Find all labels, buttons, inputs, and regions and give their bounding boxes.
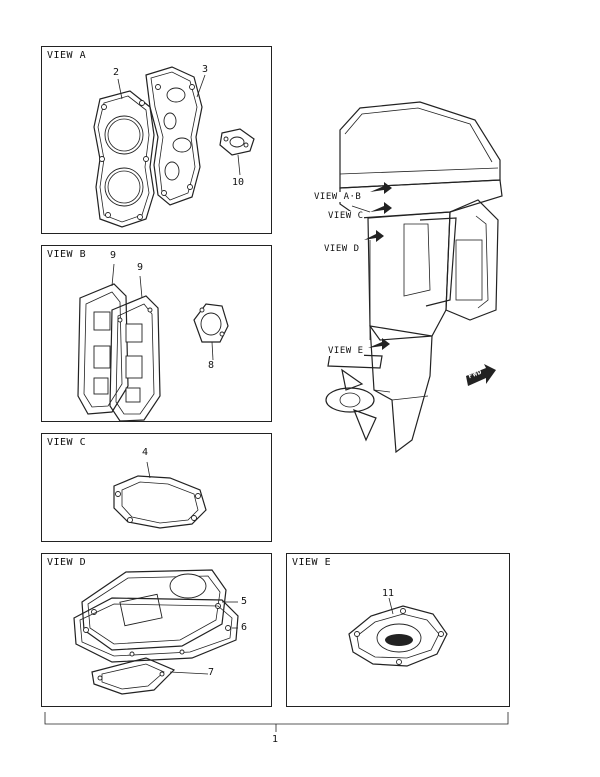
- view-d-panel: VIEW D 5 6 7: [41, 553, 272, 707]
- view-d-drawing: [73, 569, 239, 695]
- engine-label-view-e: VIEW E: [328, 346, 364, 356]
- view-d-title: VIEW D: [47, 557, 87, 568]
- cover-gasket-8: [193, 303, 229, 343]
- outboard-engine-illustration: VIEW A·B VIEW C VIEW D VIEW E FWD: [300, 100, 600, 460]
- view-b-drawing: [77, 263, 229, 422]
- callout-7: 7: [208, 667, 215, 678]
- view-c-title: VIEW C: [47, 437, 87, 448]
- engine-label-view-ab: VIEW A·B: [314, 192, 362, 202]
- outboard-engine-drawing: [325, 101, 503, 454]
- water-pump-gasket: [113, 475, 207, 529]
- view-a-drawing: [93, 66, 255, 228]
- small-flange-gasket: [219, 128, 255, 156]
- callout-8: 8: [208, 360, 215, 371]
- head-cover-gasket: [145, 66, 203, 206]
- impeller-plate-gasket: [348, 605, 448, 667]
- view-c-panel: VIEW C 4: [41, 433, 272, 542]
- engine-label-view-c: VIEW C: [328, 211, 364, 221]
- engine-holder-gasket-mid: [73, 597, 239, 663]
- lower-cover-gasket: [91, 657, 176, 695]
- view-e-panel: VIEW E 11: [286, 553, 510, 707]
- callout-5: 5: [241, 596, 248, 607]
- view-e-drawing: [348, 597, 448, 667]
- view-c-drawing: [113, 461, 207, 529]
- view-b-title: VIEW B: [47, 249, 87, 260]
- callout-11: 11: [382, 588, 395, 599]
- callout-2: 2: [113, 67, 120, 78]
- view-a-panel: VIEW A: [41, 46, 272, 234]
- callout-1: 1: [272, 734, 279, 745]
- view-a-title: VIEW A: [47, 50, 87, 61]
- callout-9b: 9: [137, 262, 144, 273]
- view-b-panel: VIEW B 9 9 8: [41, 245, 272, 422]
- callout-6: 6: [241, 622, 248, 633]
- engine-label-view-d: VIEW D: [324, 244, 360, 254]
- engine-holder-gasket-top: [81, 569, 227, 651]
- cylinder-head-gasket: [93, 90, 155, 228]
- callout-9a: 9: [110, 250, 117, 261]
- view-e-title: VIEW E: [292, 557, 332, 568]
- callout-3: 3: [202, 64, 209, 75]
- callout-10: 10: [232, 177, 245, 188]
- exhaust-manifold-gasket-rear: [77, 283, 129, 415]
- exhaust-manifold-gasket-front: [109, 295, 161, 422]
- callout-4: 4: [142, 447, 149, 458]
